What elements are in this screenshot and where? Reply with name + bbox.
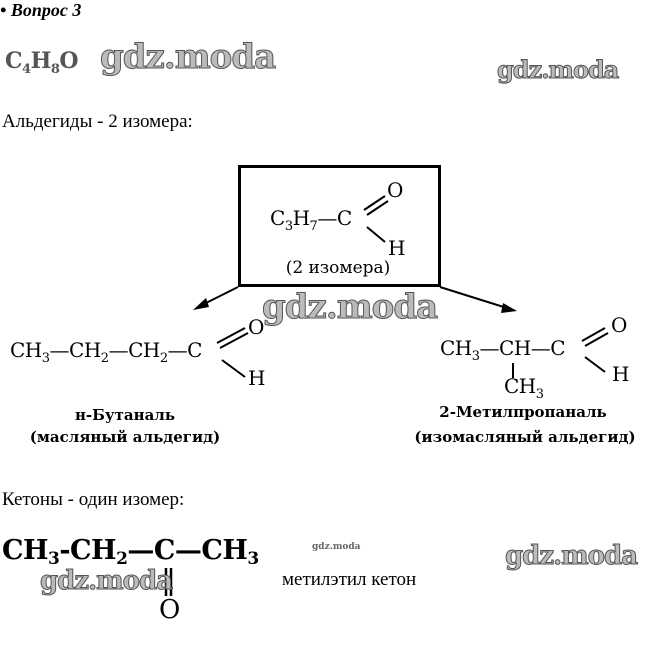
methylpropanal-name: 2-Метилпропаналь — [439, 403, 607, 421]
question-heading: • Вопрос 3 — [0, 1, 81, 19]
watermark: gdz.moda — [39, 566, 173, 596]
general-formula-box — [238, 165, 441, 287]
hydrogen-atom: H — [388, 236, 405, 260]
methylpropanal-alt-name: (изомасляный альдегид) — [414, 428, 636, 446]
butanal-formula: CH3—CH2—CH2—C — [10, 338, 202, 366]
oxygen-atom: O — [611, 313, 627, 337]
general-caption: (2 изомера) — [285, 258, 391, 278]
watermark: gdz.moda — [99, 37, 276, 77]
oxygen-atom: O — [248, 315, 264, 339]
butanal-alt-name: (масляный альдегид) — [29, 428, 221, 446]
watermark: gdz.moda — [504, 541, 638, 571]
general-formula: C3H7—C — [270, 206, 352, 234]
watermark: gdz.moda — [261, 287, 438, 327]
oxygen-atom: O — [387, 178, 403, 202]
watermark: gdz.moda — [312, 542, 361, 552]
oxygen-atom: O — [159, 595, 180, 625]
aldehydes-heading: Альдегиды - 2 изомера: — [2, 111, 193, 132]
arrow-heads — [193, 298, 517, 313]
methylpropanal-formula: CH3—CH—C — [440, 336, 566, 364]
ketone-name: метилэтил кетон — [282, 569, 417, 590]
ketone-formula: CH3-CH2—C—CH3 — [2, 535, 259, 569]
hydrogen-atom: H — [248, 366, 265, 390]
ketones-heading: Кетоны - один изомер: — [2, 489, 185, 510]
watermark: gdz.moda — [496, 55, 619, 84]
molecular-formula: C4H8O — [5, 48, 79, 77]
hydrogen-atom: H — [612, 362, 629, 386]
bullet: • — [0, 0, 7, 20]
question-title: Вопрос 3 — [10, 0, 82, 20]
methyl-branch: CH3 — [504, 374, 544, 402]
butanal-name: н-Бутаналь — [74, 406, 176, 424]
